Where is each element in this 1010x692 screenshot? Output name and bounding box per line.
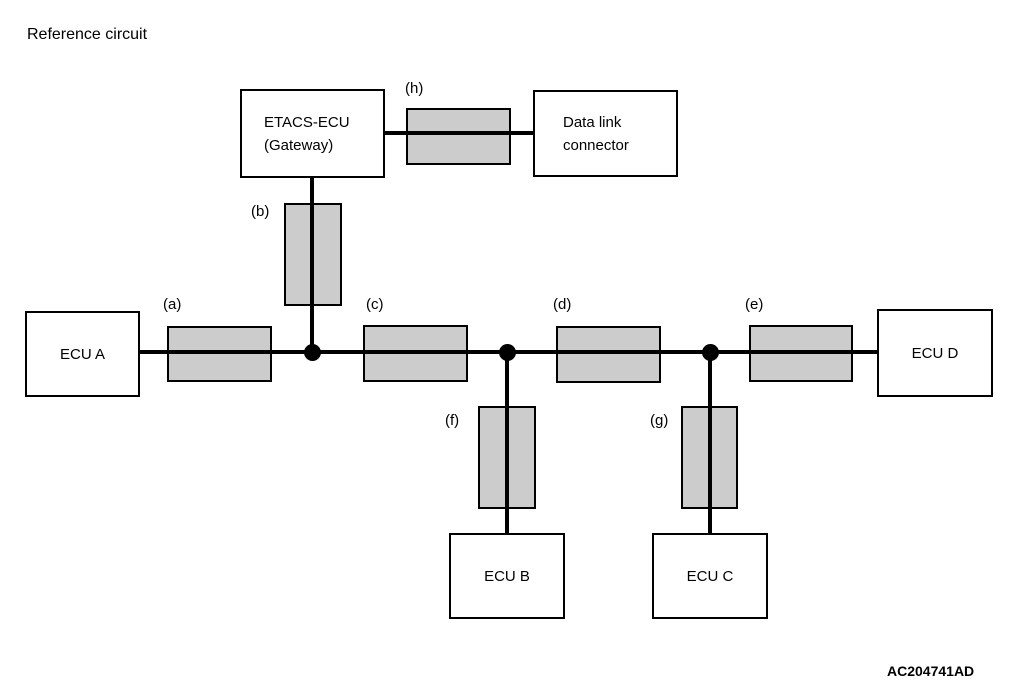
segment-label-h: (h) <box>405 80 424 97</box>
node-ecu-b: ECU B <box>449 533 565 619</box>
figure-code: AC204741AD <box>887 663 975 679</box>
node-datalink-label-line1: Data link <box>563 113 622 131</box>
node-ecu-a-label: ECU A <box>59 345 105 363</box>
junction-dot-1 <box>304 344 321 361</box>
node-etacs-gateway: ETACS-ECU (Gateway) <box>240 89 385 178</box>
node-ecu-d-label: ECU D <box>911 344 959 362</box>
link-line-data-link-connector <box>385 131 533 135</box>
node-ecu-b-label: ECU B <box>484 567 530 585</box>
diagram-title: Reference circuit <box>27 26 148 43</box>
segment-label-c: (c) <box>366 296 384 313</box>
branch-line-ecu-c <box>708 352 712 533</box>
segment-label-d: (d) <box>553 296 572 313</box>
node-ecu-c: ECU C <box>652 533 768 619</box>
node-etacs-label-line2: (Gateway) <box>264 136 334 154</box>
node-datalink-label-line2: connector <box>563 136 629 154</box>
branch-line-gateway <box>310 178 314 352</box>
segment-label-f: (f) <box>445 412 460 429</box>
segment-label-b: (b) <box>251 203 270 220</box>
node-data-link-connector: Data link connector <box>533 90 678 177</box>
branch-line-ecu-b <box>505 352 509 533</box>
connector-segment-a <box>167 326 272 382</box>
node-etacs-label-line1: ETACS-ECU <box>264 113 350 131</box>
node-ecu-a: ECU A <box>25 311 140 397</box>
node-ecu-c-label: ECU C <box>686 567 734 585</box>
segment-label-e: (e) <box>745 296 764 313</box>
junction-dot-3 <box>702 344 719 361</box>
junction-dot-2 <box>499 344 516 361</box>
connector-segment-h <box>406 108 511 165</box>
connector-segment-d <box>556 326 661 383</box>
segment-label-a: (a) <box>163 296 182 313</box>
segment-label-g: (g) <box>650 412 669 429</box>
node-ecu-d: ECU D <box>877 309 993 397</box>
